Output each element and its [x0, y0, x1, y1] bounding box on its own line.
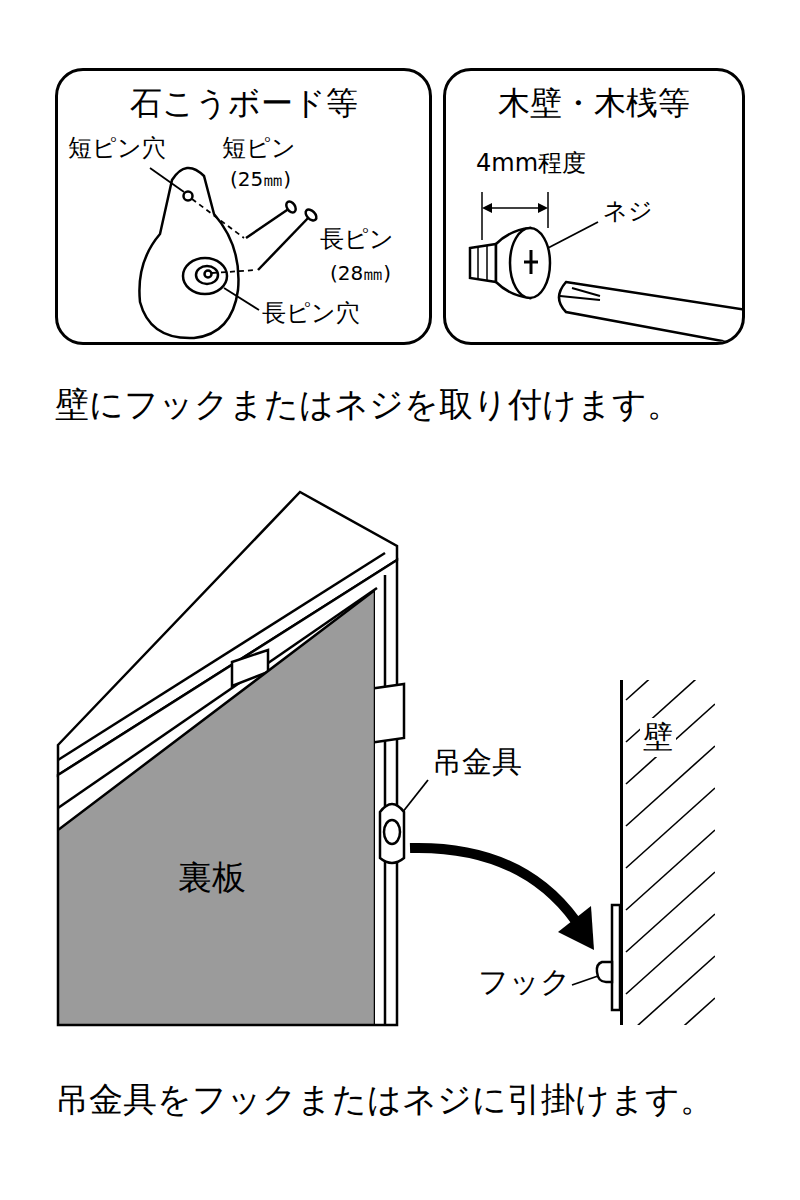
- short-pin-hole: [184, 192, 193, 201]
- arrow-shaft: [410, 848, 575, 920]
- hook: [597, 962, 612, 982]
- part-label: 長ピン穴: [262, 300, 360, 328]
- dimension-label: 4mm程度: [476, 150, 586, 178]
- long-pin-boss: [183, 258, 227, 294]
- wall-hatching: [626, 872, 715, 952]
- long-pin-hole: [205, 271, 212, 278]
- step-caption: 壁にフックまたはネジを取り付けます。: [55, 385, 681, 424]
- screw-figure: [470, 192, 550, 298]
- part-label: ネジ: [603, 198, 653, 226]
- leader-line: [224, 288, 259, 310]
- panel-title: 木壁・木桟等: [498, 85, 690, 122]
- back-panel-shape: [58, 590, 375, 1025]
- screw-shank: [470, 244, 496, 282]
- back-panel: 裏板: [58, 590, 375, 1025]
- part-label: 長ピン: [320, 226, 394, 254]
- part-label: フック: [478, 965, 571, 1000]
- back-panel-fill: [58, 590, 375, 1025]
- short-pin: [246, 208, 290, 238]
- hanger-plate: [139, 168, 238, 338]
- short-pin-head: [284, 200, 297, 214]
- screw-thread: [477, 247, 479, 279]
- leader-line: [572, 976, 598, 985]
- wall-hatching: [626, 746, 715, 826]
- dimension-extension: [481, 192, 483, 240]
- part-label: 短ピン: [222, 135, 296, 163]
- dimension-arrow: [538, 203, 548, 213]
- wall-hatching: [626, 788, 715, 868]
- pins: [192, 199, 318, 273]
- leader-line: [150, 168, 184, 192]
- screw-thread: [486, 245, 488, 281]
- cabinet-edge: [384, 575, 387, 1025]
- hang-arrow: [410, 848, 594, 950]
- arrow-head: [558, 906, 594, 950]
- cabinet: [58, 492, 404, 1025]
- hanger-plate-figure: [139, 168, 238, 338]
- wall-hatching: [626, 956, 715, 1025]
- long-pin-head: [304, 208, 319, 223]
- dimension-label: (28㎜): [330, 262, 391, 285]
- hanger-bracket: [380, 804, 404, 863]
- screwdriver: [559, 282, 742, 342]
- wall-hook: [597, 905, 620, 1010]
- hook-plate: [612, 905, 620, 1010]
- leader-line: [548, 222, 598, 248]
- wall-hatching: [626, 914, 715, 994]
- dimension-label: (25㎜): [230, 168, 291, 191]
- wall-surface: [620, 680, 623, 1025]
- step-caption: 吊金具をフックまたはネジに引掛けます。: [55, 1080, 714, 1119]
- short-pin-guide: [192, 199, 244, 238]
- dimension-line: [486, 207, 544, 209]
- wall-hatching: [626, 680, 715, 700]
- wall-hatching: [626, 998, 715, 1025]
- screwdriver-tip: [560, 288, 600, 300]
- long-pin-boss-inner: [196, 266, 218, 284]
- material-panel: 木壁・木桟等: [443, 68, 745, 345]
- long-pin-guide: [212, 270, 256, 273]
- screw-head: [510, 228, 550, 298]
- wall-hatching: [626, 704, 715, 784]
- part-label: 裏板: [178, 858, 246, 897]
- part-label: 吊金具: [432, 745, 522, 780]
- wall-hatching: [626, 830, 715, 910]
- hanger-bracket-hole: [384, 820, 400, 844]
- dimension-arrow: [482, 203, 492, 213]
- screwdriver-shaft: [559, 282, 742, 342]
- dimension-extension: [547, 192, 549, 228]
- part-label: 壁: [640, 718, 676, 757]
- wall-section: 壁: [620, 680, 715, 1025]
- part-label: 短ピン穴: [68, 135, 166, 163]
- material-panel: 石こうボード等: [55, 68, 432, 345]
- cabinet-frame: [58, 560, 397, 1025]
- long-pin: [258, 216, 310, 270]
- panel-title: 石こうボード等: [130, 85, 358, 122]
- screw-cross: [524, 250, 538, 274]
